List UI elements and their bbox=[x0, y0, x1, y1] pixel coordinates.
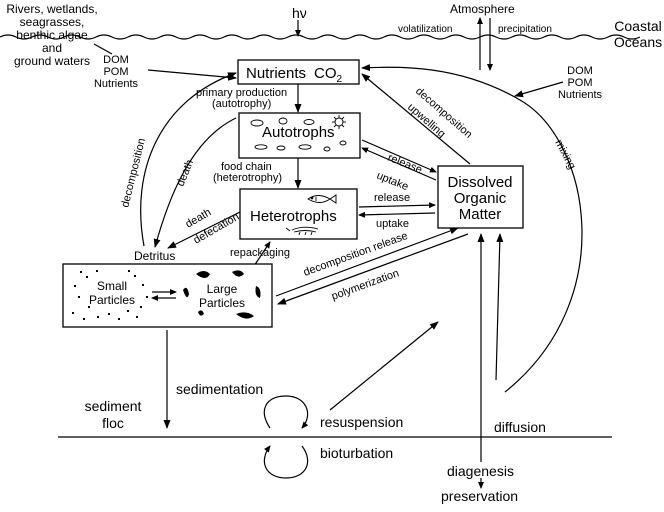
source-line-5: ground waters bbox=[14, 54, 90, 68]
coastal-line-1: Coastal bbox=[614, 18, 661, 34]
death-upper-label: death bbox=[175, 158, 196, 188]
diffusion-label: diffusion bbox=[494, 419, 546, 435]
mixing-label: mixing bbox=[552, 138, 578, 172]
large-particles-blobs bbox=[183, 270, 261, 319]
shrimp-icon bbox=[285, 226, 319, 236]
sediment-floc-label: sediment floc bbox=[85, 398, 142, 431]
left-inputs-text: DOM POM Nutrients bbox=[94, 54, 139, 90]
source-line-3: benthic algae bbox=[16, 28, 88, 42]
atmosphere-label: Atmosphere bbox=[450, 2, 515, 16]
left-input-arrow bbox=[147, 69, 237, 81]
decomposition-release-arrow bbox=[275, 227, 459, 297]
large-particles-line-2: Particles bbox=[199, 296, 245, 310]
decomposition-left-arrow bbox=[140, 72, 237, 247]
resuspension-loop bbox=[263, 395, 309, 429]
hetero-release-label: release bbox=[374, 192, 410, 204]
sediment-floc-line-1: sediment bbox=[85, 398, 142, 414]
left-sources-text: Rivers, wetlands, seagrasses, benthic al… bbox=[6, 2, 97, 68]
right-input-dom: DOM bbox=[567, 65, 593, 77]
resuspension-label: resuspension bbox=[320, 414, 403, 430]
autotrophs-label: Autotrophs bbox=[262, 124, 335, 141]
repackaging-label: repackaging bbox=[230, 247, 290, 259]
volatilization-label: volatilization bbox=[398, 24, 452, 35]
food-chain-label: food chain bbox=[221, 161, 272, 173]
coastal-line-2: Oceans bbox=[614, 34, 662, 50]
hetero-uptake-label: uptake bbox=[376, 218, 409, 230]
auto-uptake-label: uptake bbox=[375, 170, 410, 193]
auto-release-arrow bbox=[361, 139, 437, 173]
bioturbation-loop bbox=[263, 445, 309, 479]
auto-uptake-arrow bbox=[361, 147, 437, 181]
water-surface-line bbox=[0, 34, 641, 40]
left-input-pom: POM bbox=[103, 66, 128, 78]
repackaging-arrow bbox=[253, 241, 271, 267]
decomposition-left-label: decomposition bbox=[119, 137, 148, 209]
autotrophy-label: (autotrophy) bbox=[212, 98, 271, 110]
decomposition-upwelling-arrow bbox=[361, 73, 471, 165]
small-particles-label: Small Particles bbox=[89, 279, 135, 307]
detritus-label: Detritus bbox=[134, 249, 175, 263]
heterotrophy-label: (heterotrophy) bbox=[213, 172, 282, 184]
nutrients-box bbox=[237, 59, 360, 85]
resuspension-arrow bbox=[329, 321, 439, 411]
left-input-dom: DOM bbox=[103, 54, 129, 66]
small-particles-dots bbox=[72, 270, 148, 320]
phytoplankton-icon bbox=[250, 115, 347, 152]
right-input-nutrients: Nutrients bbox=[558, 89, 603, 101]
source-line-2: seagrasses, bbox=[20, 15, 85, 29]
hetero-release-arrow bbox=[358, 202, 436, 209]
death-upper-arrow bbox=[153, 117, 237, 248]
heterotrophs-label: Heterotrophs bbox=[250, 208, 337, 225]
dom-label: Dissolved Organic Matter bbox=[447, 174, 512, 223]
primary-production-label: primary production bbox=[196, 87, 287, 99]
dom-box bbox=[437, 165, 524, 229]
small-particles-line-2: Particles bbox=[89, 293, 135, 307]
polymerization-arrow bbox=[277, 233, 469, 305]
right-inputs-text: DOM POM Nutrients bbox=[558, 65, 603, 101]
source-line-4: and bbox=[42, 41, 62, 55]
auto-release-label: release bbox=[386, 152, 424, 177]
coastal-oceans-text: Coastal Oceans bbox=[614, 18, 662, 50]
mixing-arrow bbox=[361, 64, 583, 393]
dom-label-line-2: Organic bbox=[454, 190, 507, 207]
precipitation-label: precipitation bbox=[498, 24, 552, 35]
fish-icon bbox=[307, 194, 337, 204]
diffusion-arrow-right bbox=[495, 233, 504, 381]
preservation-label: preservation bbox=[441, 488, 518, 504]
large-particles-line-1: Large bbox=[207, 282, 238, 296]
sedimentation-label: sedimentation bbox=[176, 381, 263, 397]
large-particles-label: Large Particles bbox=[199, 282, 245, 310]
left-source-connector bbox=[93, 43, 113, 55]
right-input-arrow bbox=[514, 81, 564, 98]
diagenesis-label: diagenesis bbox=[447, 463, 514, 479]
death-lower-arrow bbox=[167, 211, 241, 249]
sediment-floc-line-2: floc bbox=[102, 415, 124, 431]
small-particles-line-1: Small bbox=[97, 279, 127, 293]
bioturbation-label: bioturbation bbox=[320, 445, 393, 461]
polymerization-label: polymerization bbox=[330, 267, 401, 303]
light-symbol: hν bbox=[292, 5, 307, 21]
dom-label-line-1: Dissolved bbox=[447, 174, 512, 191]
hetero-uptake-arrow bbox=[358, 211, 436, 218]
right-input-pom: POM bbox=[567, 77, 592, 89]
source-line-1: Rivers, wetlands, bbox=[6, 2, 97, 16]
left-input-nutrients: Nutrients bbox=[94, 78, 139, 90]
dom-label-line-3: Matter bbox=[459, 206, 502, 223]
